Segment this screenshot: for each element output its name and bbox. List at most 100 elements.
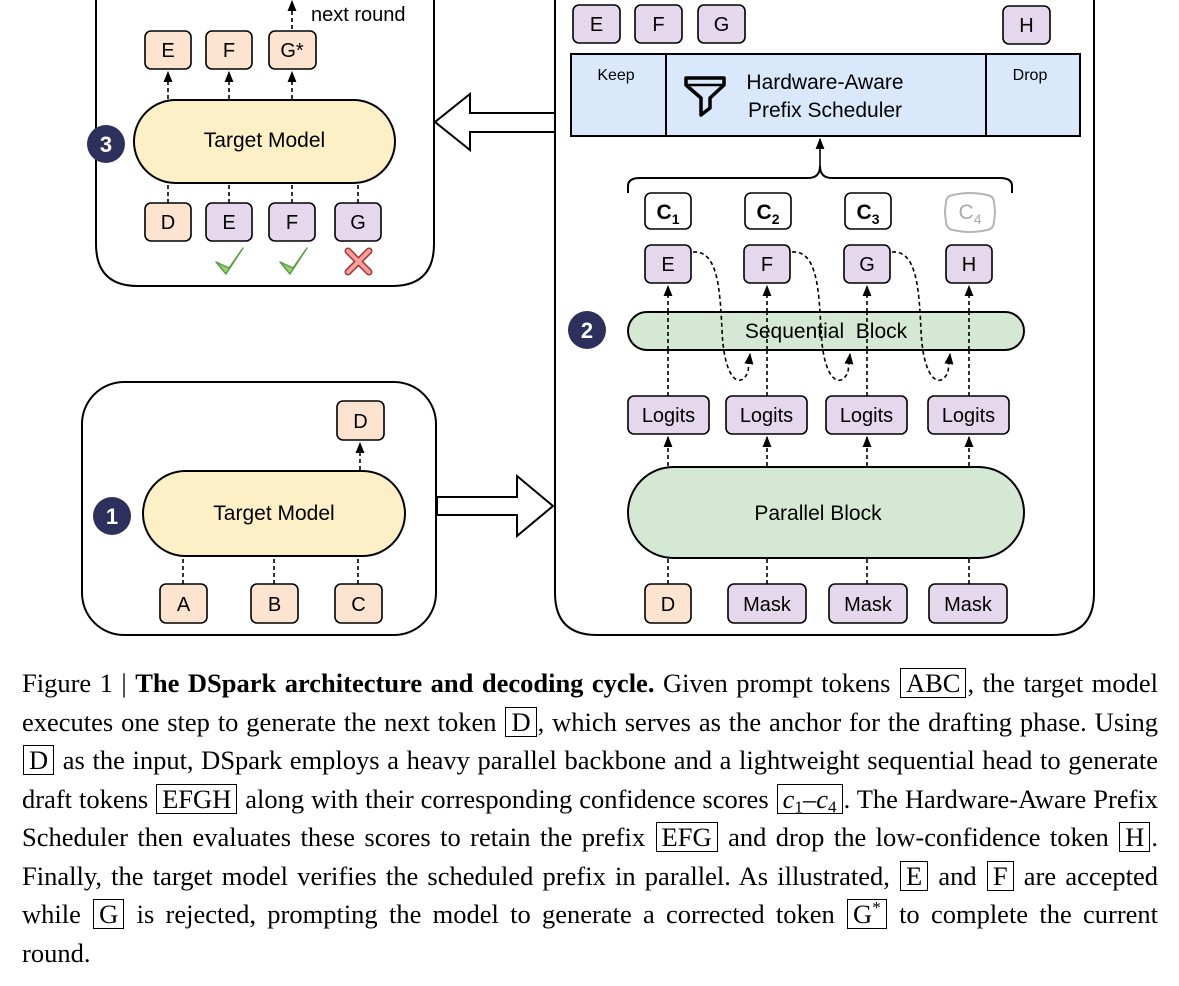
caption-text: is rejected, prompting the model to gene…	[136, 899, 835, 929]
flow-arrow-to-verification	[433, 91, 556, 153]
filter-funnel-icon	[684, 76, 726, 117]
p3-target-model: Target Model	[133, 99, 396, 184]
svg-text:Parallel Block: Parallel Block	[754, 502, 882, 525]
token-box: D	[23, 745, 55, 775]
p1-input-token: B	[250, 583, 299, 624]
p3-input-token: E	[205, 202, 253, 242]
kept-token: G	[697, 4, 746, 44]
parallel-block: Parallel Block	[627, 466, 1025, 559]
token-box: G*	[847, 899, 887, 929]
step-badge-3: 3	[87, 125, 125, 163]
draft-token: G	[843, 244, 891, 284]
dspark-architecture-diagram: E F G* next round Target Model D	[81, 0, 1095, 636]
drafter-input-token: D	[644, 583, 692, 624]
draft-token: H	[945, 244, 993, 284]
p1-input-token: A	[159, 583, 208, 624]
svg-text:C: C	[351, 594, 365, 616]
svg-text:Logits: Logits	[840, 405, 893, 427]
confidence-token: C1	[644, 192, 692, 230]
svg-text:C4: C4	[959, 201, 982, 227]
svg-text:Logits: Logits	[740, 405, 793, 427]
logits-box: Logits	[825, 395, 908, 435]
svg-text:G: G	[350, 212, 366, 234]
panel-verification: E F G* next round Target Model D	[87, 0, 435, 287]
check-icon	[279, 247, 308, 275]
figure-caption: Figure 1 | The DSpark architecture and d…	[22, 664, 1158, 972]
caption-text: to complete the current round.	[22, 899, 1159, 968]
mask-token: Mask	[928, 583, 1008, 624]
svg-text:Mask: Mask	[844, 594, 893, 616]
p1-output-token: D	[336, 400, 385, 441]
svg-text:G: G	[859, 254, 875, 276]
p3-input-token: D	[144, 202, 192, 242]
p3-output-token: F	[205, 30, 253, 70]
caption-text: Given prompt tokens	[662, 668, 891, 698]
prefix-scheduler: Keep Drop Hardware-Aware Prefix Schedule…	[570, 53, 1081, 137]
panel-drafter: E F G H Keep Drop Hardware-Aware Prefi	[554, 0, 1095, 636]
svg-text:E: E	[222, 212, 235, 234]
mask-token: Mask	[727, 583, 807, 624]
caption-text: as the input, DSpark employs a heavy par…	[22, 745, 1158, 814]
svg-text:Mask: Mask	[743, 594, 792, 616]
scheduler-title-line2: Prefix Scheduler	[748, 99, 902, 122]
feedback-loop	[791, 251, 854, 382]
token-box: D	[505, 706, 537, 737]
svg-text:Logits: Logits	[942, 405, 995, 427]
svg-text:3: 3	[100, 132, 112, 157]
scheduler-drop-label: Drop	[1013, 67, 1048, 84]
svg-text:E: E	[661, 254, 674, 276]
cross-icon	[344, 247, 373, 276]
svg-text:F: F	[223, 40, 235, 62]
svg-text:H: H	[962, 254, 976, 276]
svg-text:F: F	[761, 254, 773, 276]
check-icon	[215, 247, 244, 275]
token-box: ABC	[899, 668, 967, 698]
svg-text:Mask: Mask	[944, 594, 993, 616]
confidence-token: C2	[744, 192, 792, 230]
flow-arrow-to-drafter	[436, 473, 555, 539]
logits-box: Logits	[627, 395, 710, 435]
confidence-brace	[627, 165, 1013, 193]
svg-text:B: B	[268, 594, 281, 616]
token-box: F	[986, 860, 1014, 891]
svg-text:Target Model: Target Model	[213, 502, 334, 525]
confidence-token-dropped: C4	[944, 192, 996, 233]
svg-text:C2: C2	[757, 201, 780, 227]
p3-input-token: F	[268, 202, 316, 242]
token-box: EFG	[655, 822, 718, 852]
p1-input-token: C	[334, 583, 383, 624]
token-box: G	[93, 899, 125, 929]
draft-token: E	[644, 244, 692, 284]
svg-text:Logits: Logits	[642, 405, 695, 427]
kept-token: E	[572, 4, 621, 44]
svg-text:D: D	[353, 411, 367, 433]
caption-text: , the target model executes one step to …	[22, 668, 1159, 737]
svg-text:A: A	[177, 594, 191, 616]
p3-output-token-corrected: G*	[268, 30, 317, 70]
svg-text:C1: C1	[657, 201, 680, 227]
svg-text:G: G	[714, 14, 730, 36]
mask-token: Mask	[828, 583, 908, 624]
p3-output-token: E	[144, 30, 192, 70]
step-badge-2: 2	[568, 311, 606, 349]
kept-token: F	[634, 4, 683, 44]
caption-text: and	[938, 860, 977, 891]
caption-title: The DSpark architecture and decoding cyc…	[135, 668, 655, 698]
p3-input-token: G	[334, 202, 382, 242]
token-box: E	[900, 860, 929, 891]
caption-text: . The Hardware-Aware Prefix Scheduler th…	[22, 783, 1159, 853]
figure-label: Figure 1 |	[22, 668, 127, 698]
caption-text: . Finally, the target model verifies the…	[22, 822, 1159, 891]
svg-text:F: F	[286, 212, 298, 234]
feedback-loop	[891, 251, 954, 382]
svg-text:C3: C3	[857, 201, 880, 227]
svg-text:1: 1	[106, 504, 118, 529]
svg-text:G*: G*	[280, 40, 304, 62]
svg-text:E: E	[590, 14, 603, 36]
step-badge-1: 1	[93, 497, 131, 535]
confidence-token: C3	[844, 192, 892, 230]
caption-text: along with their corresponding confidenc…	[245, 783, 769, 814]
caption-text: , which serves as the anchor for the dra…	[537, 706, 1158, 737]
logits-box: Logits	[725, 395, 808, 435]
scheduler-title-line1: Hardware-Aware	[746, 71, 903, 94]
